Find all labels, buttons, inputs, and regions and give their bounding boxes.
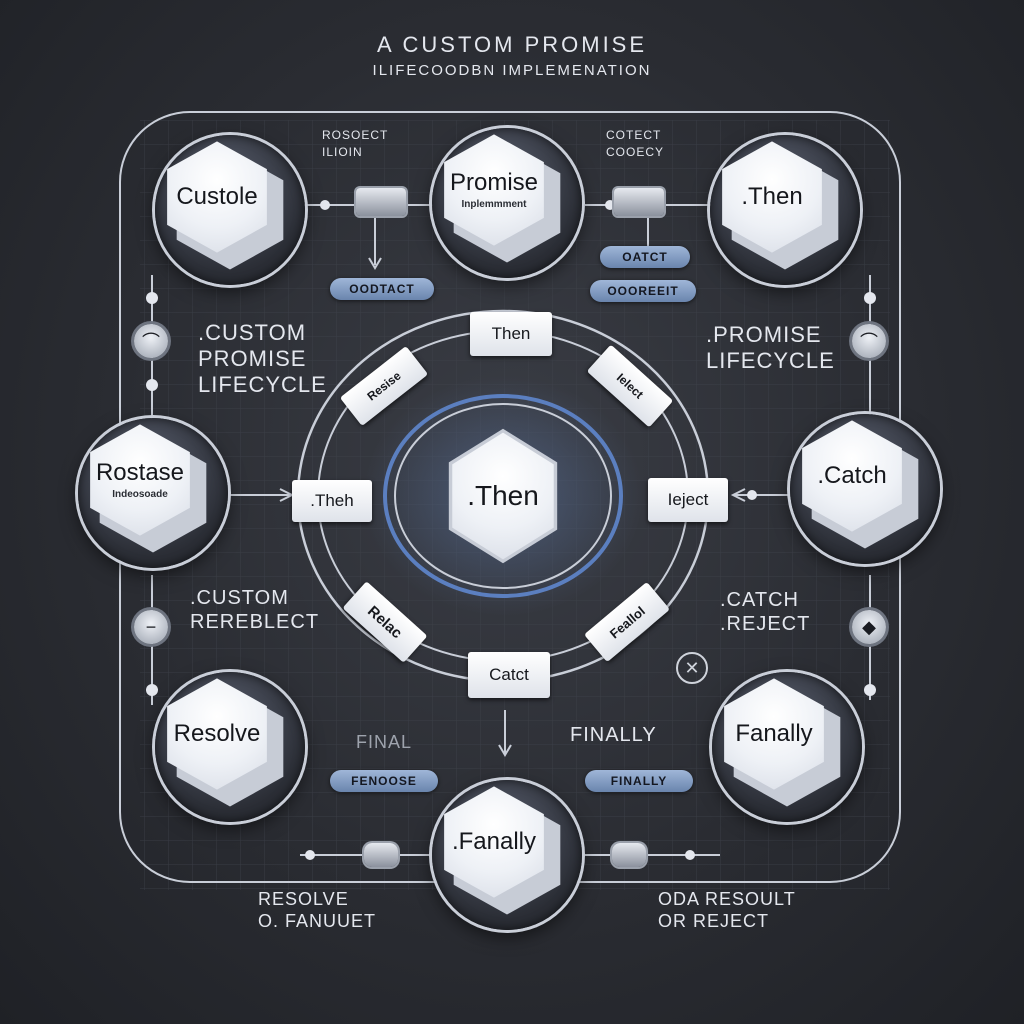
diagram-title: A CUSTOM PROMISE	[376, 32, 648, 57]
center-ring-blue	[383, 394, 623, 598]
annotation-top-right-2: COOECY	[606, 145, 665, 159]
annotation-finally: FINALLY	[570, 724, 657, 746]
knob-right-lower[interactable]: ◆	[852, 610, 886, 644]
arrow-down-center	[498, 744, 512, 757]
annotation-bottom-left: RESOLVE O. FANUUET	[258, 889, 377, 931]
node-custole-label: Custole	[176, 183, 258, 211]
annotation-bottom-right: ODA RESOULT OR REJECT	[658, 889, 796, 931]
node-rostase-sub: Indeosoade	[112, 488, 168, 500]
diagram-subtitle: ILIFECOODBN IMPLEMENATION	[372, 62, 652, 79]
ring-box-ieject[interactable]: Ieject	[648, 478, 728, 522]
annotation-top-left-1: ROSOECT	[322, 128, 389, 142]
annotation-left-upper: .CUSTOM PROMISE LIFECYCLE	[198, 320, 327, 397]
pill-oooreeit[interactable]: OOOREEIT	[590, 280, 696, 302]
node-fanally-right[interactable]: Fanally	[712, 672, 862, 822]
pill-finally[interactable]: FINALLY	[585, 770, 693, 792]
connector-top-right	[614, 188, 664, 216]
pill-oodtact[interactable]: OODTACT	[330, 278, 434, 300]
arrow-down-left	[368, 257, 382, 270]
node-then-center-label: .Then	[467, 480, 539, 512]
node-promise-sub: Inplemmment	[461, 198, 527, 210]
node-custole[interactable]: Custole	[155, 135, 305, 285]
annotation-final: FINAL	[356, 732, 413, 752]
knob-left-lower[interactable]: −	[134, 610, 168, 644]
annotation-top-right-1: COTECT	[606, 128, 662, 142]
node-catch-label: .Catch	[817, 462, 887, 490]
knob-left-upper[interactable]: ⌒	[134, 324, 168, 358]
ring-box-theh[interactable]: .Theh	[292, 480, 372, 522]
node-rostase-label: Rostase	[95, 459, 185, 487]
center-hex: .Then	[452, 432, 554, 560]
node-then-top-label: .Then	[741, 183, 803, 211]
annotation-right-lower: .CATCH .REJECT	[720, 589, 811, 635]
node-fanally-bottom[interactable]: .Fanally	[432, 780, 582, 930]
node-resolve[interactable]: Resolve	[155, 672, 305, 822]
node-promise-label: Promise	[449, 169, 539, 197]
arrow-into-ieject	[730, 488, 746, 502]
pill-oatct[interactable]: OATCT	[600, 246, 690, 268]
node-catch[interactable]: .Catch	[790, 414, 940, 564]
node-resolve-label: Resolve	[173, 720, 261, 748]
ring-box-then[interactable]: Then	[470, 312, 552, 356]
connector-bottom-right	[612, 843, 646, 867]
annotation-right-upper: .PROMISE LIFECYCLE	[706, 322, 835, 373]
connector-bottom-left	[364, 843, 398, 867]
node-then-top[interactable]: .Then	[710, 135, 860, 285]
center-ring-white	[394, 403, 612, 589]
close-icon[interactable]: ✕	[676, 652, 708, 684]
node-fanally-right-label: Fanally	[735, 720, 813, 748]
connector-top-left	[356, 188, 406, 216]
ring-box-catct[interactable]: Catct	[468, 652, 550, 698]
knob-right-upper[interactable]: ⌒	[852, 324, 886, 358]
annotation-top-left-2: ILIOIN	[322, 145, 363, 159]
node-fanally-bottom-label: .Fanally	[451, 828, 537, 856]
node-then-center[interactable]: .Then	[385, 398, 621, 594]
annotation-left-lower: .CUSTOM REREBLECT	[190, 587, 320, 633]
pill-fenoose[interactable]: FENOOSE	[330, 770, 438, 792]
